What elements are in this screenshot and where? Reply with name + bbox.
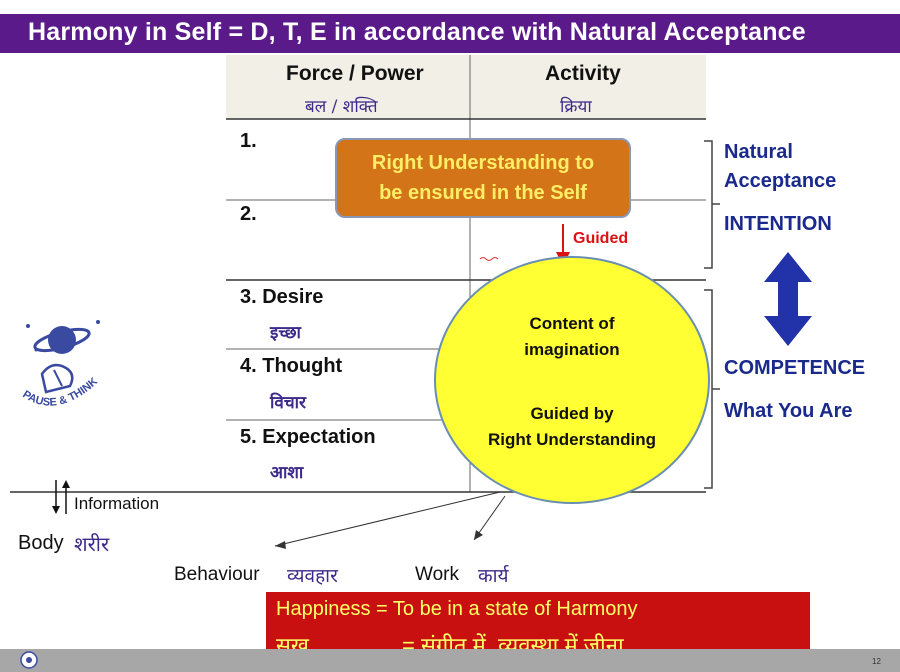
row-1-label: 1. — [240, 130, 257, 152]
circle-line-2: imagination — [524, 340, 620, 359]
behaviour-hindi: व्यवहार — [287, 566, 338, 587]
body-label: Body — [18, 532, 64, 554]
row-4-label: 4. Thought — [240, 355, 343, 377]
natural-label: Natural — [724, 141, 793, 163]
what-you-are-label: What You Are — [724, 400, 853, 422]
footer-logo-icon — [20, 651, 38, 669]
information-label: Information — [74, 494, 160, 513]
competence-label: COMPETENCE — [724, 357, 866, 379]
intention-label: INTENTION — [724, 213, 832, 235]
circle-line-3: Guided by — [530, 404, 614, 423]
row-2-label: 2. — [240, 203, 257, 225]
guided-label: Guided — [573, 230, 629, 247]
work-hindi: कार्य — [478, 566, 509, 587]
callout-line-2: be ensured in the Self — [379, 182, 587, 204]
title-bar — [0, 14, 900, 53]
right-understanding-callout — [335, 138, 631, 218]
page-number: 12 — [872, 657, 881, 666]
right-understanding-text: Right Understanding to be ensured in the… — [335, 148, 631, 208]
table-header-bg — [226, 55, 706, 119]
circle-line-1: Content of — [529, 314, 615, 333]
body-hindi: शरीर — [74, 534, 110, 556]
row-5-label: 5. Expectation — [240, 426, 376, 448]
acceptance-label: Acceptance — [724, 170, 837, 192]
row-4-hindi: विचार — [270, 393, 307, 412]
imagination-circle — [434, 256, 710, 504]
pause-think-logo: PAUSE & THINK — [20, 320, 100, 409]
col-activity-header-hindi: क्रिया — [560, 97, 592, 117]
col-activity-header: Activity — [545, 62, 621, 85]
row-3-hindi: इच्छा — [270, 323, 301, 342]
happiness-line-1: Happiness = To be in a state of Harmony — [276, 598, 638, 620]
row-3-label: 3. Desire — [240, 286, 324, 308]
work-label: Work — [415, 564, 459, 585]
callout-line-1: Right Understanding to — [371, 152, 595, 174]
slide-title: Harmony in Self = D, T, E in accordance … — [28, 18, 806, 46]
row-5-hindi: आशा — [270, 463, 304, 482]
behaviour-label: Behaviour — [174, 564, 260, 585]
circle-line-4: Right Understanding — [487, 430, 657, 449]
col-force-header-hindi: बल / शक्ति — [305, 97, 378, 117]
col-force-header: Force / Power — [286, 62, 424, 85]
footer-bar — [0, 649, 900, 672]
